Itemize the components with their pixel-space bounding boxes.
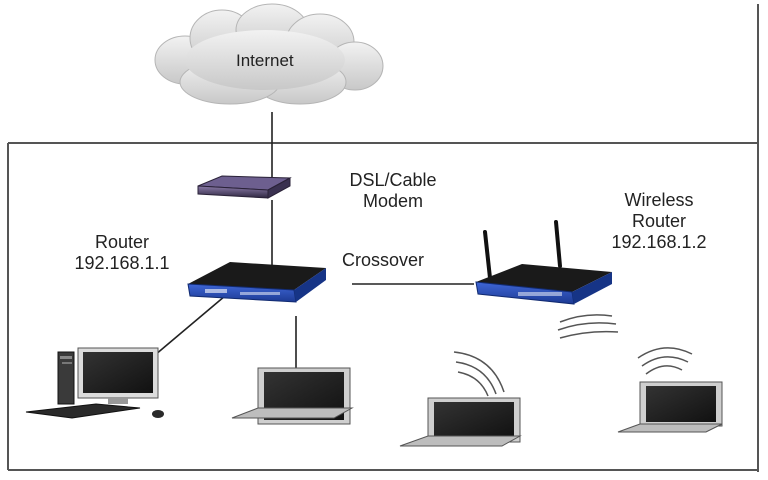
lan-frame xyxy=(7,4,759,472)
modem-label: DSL/Cable Modem xyxy=(349,170,437,211)
router-desktop-link xyxy=(154,295,226,356)
cloud-icon xyxy=(154,3,384,105)
connection-lines xyxy=(154,112,474,370)
router-icon xyxy=(187,262,326,303)
wireless-router-label: Wireless Router 192.168.1.2 xyxy=(611,190,707,252)
wifi-waves-icon xyxy=(557,314,619,339)
internet-label: Internet xyxy=(236,51,294,70)
wifi-waves-icon xyxy=(637,347,693,375)
wifi-waves-icon xyxy=(453,351,505,397)
laptop-icon xyxy=(231,367,354,425)
modem-icon xyxy=(197,175,292,199)
laptop-icon xyxy=(617,381,723,433)
desktop-computer-icon xyxy=(25,347,164,419)
laptop-icon xyxy=(399,397,522,447)
wireless-router-icon xyxy=(475,220,612,305)
crossover-label: Crossover xyxy=(342,250,425,270)
router-label: Router 192.168.1.1 xyxy=(74,232,170,273)
